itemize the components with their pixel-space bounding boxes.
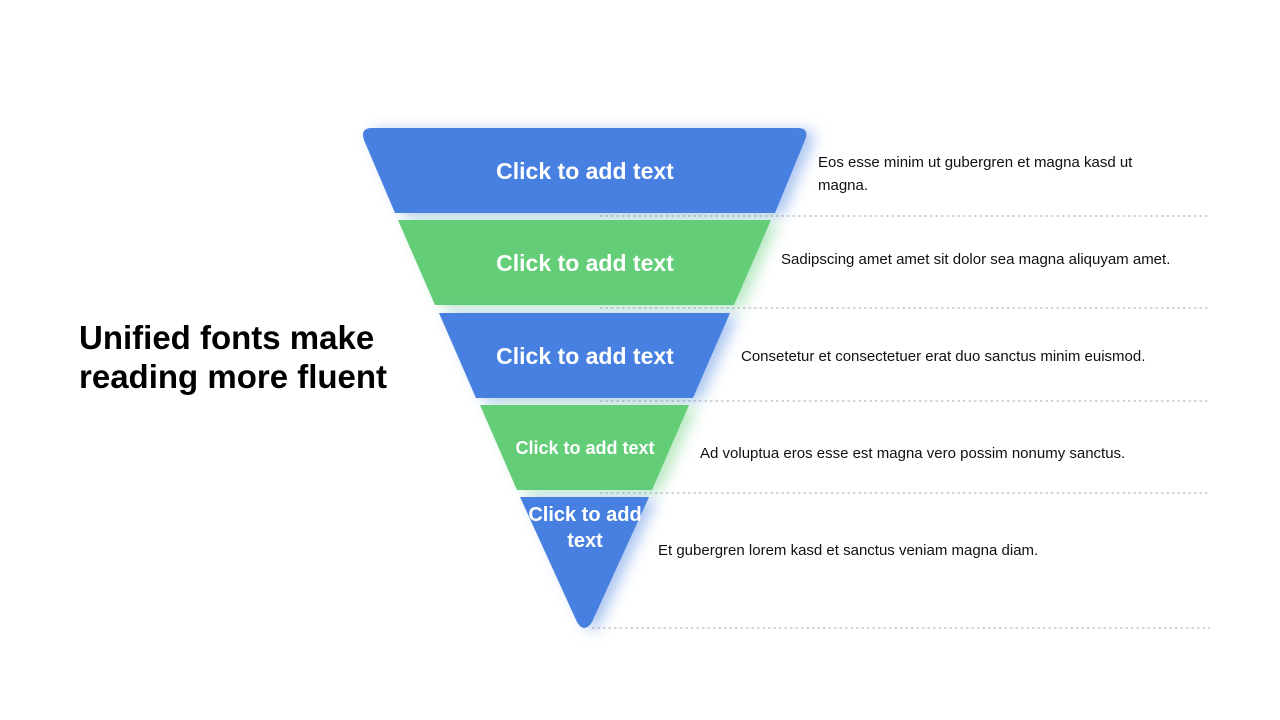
funnel-segment-2-label[interactable]: Click to add text xyxy=(496,250,674,276)
slide-title[interactable]: Unified fonts make reading more fluent xyxy=(79,318,409,396)
funnel-segment-1-description[interactable]: Eos esse minim ut gubergren et magna kas… xyxy=(818,154,1133,194)
funnel-segment-3-description[interactable]: Consetetur et consectetuer erat duo sanc… xyxy=(741,348,1146,365)
funnel-segment-5-label[interactable]: Click to add text xyxy=(528,504,642,552)
slide-title-line-2: reading more fluent xyxy=(79,358,388,395)
funnel-segment-4[interactable] xyxy=(480,405,689,490)
funnel-segment-1[interactable] xyxy=(363,128,807,213)
funnel-segment-3-label[interactable]: Click to add text xyxy=(496,343,674,369)
slide-title-line-1: Unified fonts make xyxy=(79,319,375,356)
funnel-segment-5[interactable] xyxy=(520,497,649,628)
funnel-segment-2-description[interactable]: Sadipscing amet amet sit dolor sea magna… xyxy=(781,251,1171,268)
funnel-segment-4-label[interactable]: Click to add text xyxy=(515,438,655,458)
funnel-segment-1-label[interactable]: Click to add text xyxy=(496,158,674,184)
funnel-segment-5-description[interactable]: Et gubergren lorem kasd et sanctus venia… xyxy=(658,542,1039,559)
funnel-segment-4-description[interactable]: Ad voluptua eros esse est magna vero pos… xyxy=(700,445,1126,462)
funnel-segment-2[interactable] xyxy=(398,220,771,305)
funnel-segment-3[interactable] xyxy=(439,313,730,398)
